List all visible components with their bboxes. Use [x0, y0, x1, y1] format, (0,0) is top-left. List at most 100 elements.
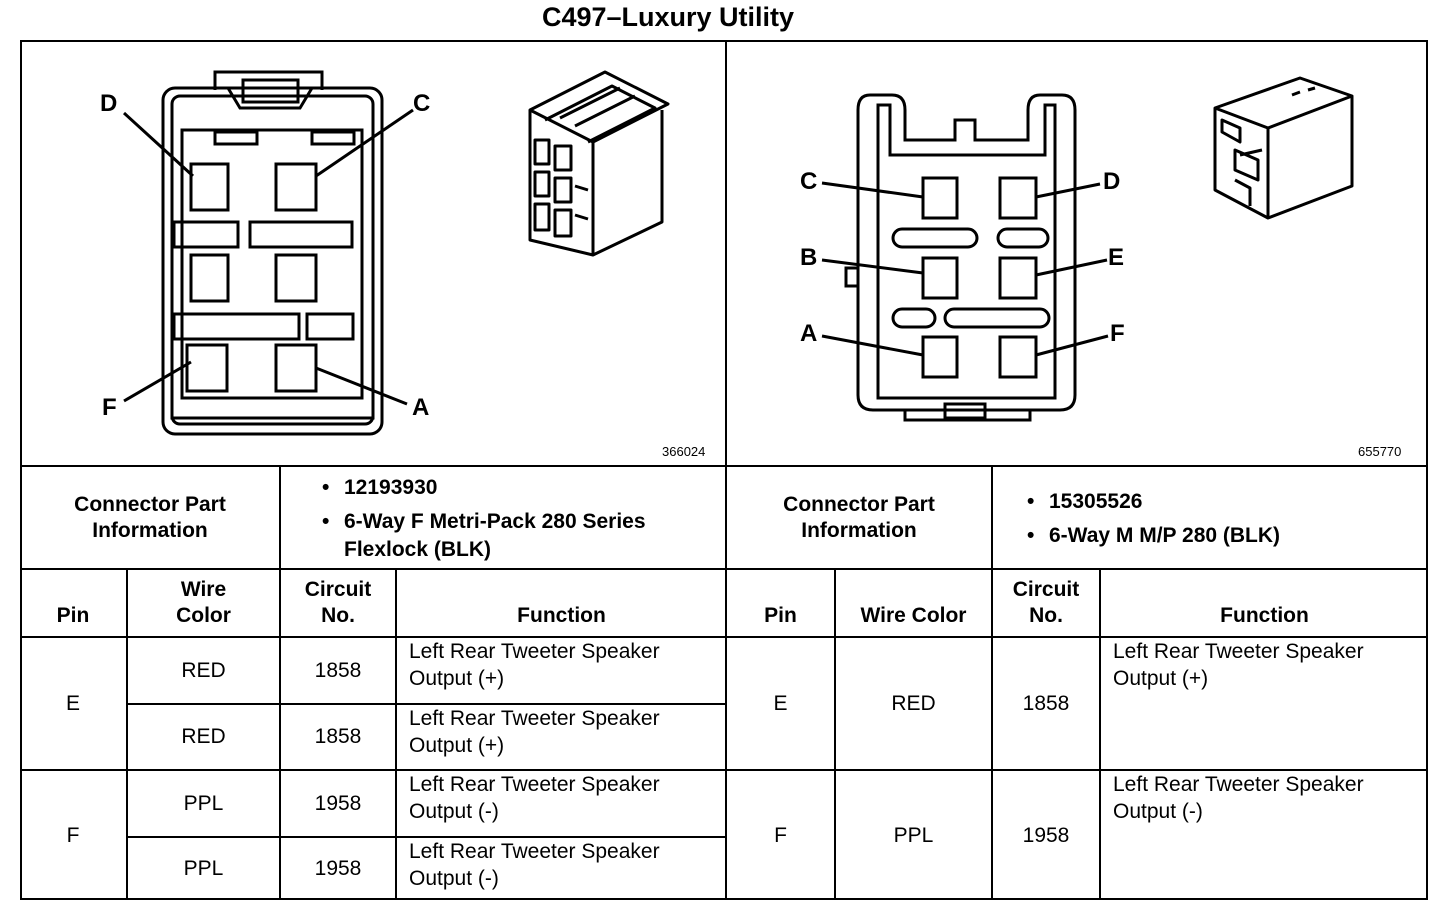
right-connector-face-diagram — [821, 93, 1109, 422]
left-bullet-part-number: •12193930 — [322, 476, 438, 499]
right-col-pin-divider — [834, 570, 836, 900]
right-figure-id: 655770 — [1358, 444, 1402, 459]
right-col-circuit-divider — [1099, 570, 1101, 900]
right-pin-label-b: B — [800, 244, 818, 271]
connector-table-frame — [20, 40, 1428, 900]
left-header-circuit-line2: No. — [321, 604, 355, 627]
left-row2-function-line1: Left Rear Tweeter Speaker — [409, 707, 660, 730]
left-row3-function-line2: Output (-) — [409, 800, 499, 823]
right-pin-label-f: F — [1110, 320, 1125, 347]
left-col-circuit-divider — [395, 570, 397, 900]
right-header-pin: Pin — [764, 604, 797, 627]
left-row-divider-2 — [20, 769, 726, 771]
right-header-circuit-line2: No. — [1029, 604, 1063, 627]
left-connector-face-diagram — [122, 70, 414, 436]
right-pin-label-c: C — [800, 168, 818, 195]
left-row2-function-line2: Output (+) — [409, 734, 505, 757]
left-info-label-line1: Connector Part — [74, 492, 226, 516]
right-header-function: Function — [1220, 604, 1309, 627]
left-pin-e: E — [65, 691, 80, 715]
left-row3-function: Left Rear Tweeter Speaker Output (-) — [397, 771, 726, 836]
left-row1-circuit: 1858 — [314, 658, 362, 682]
right-row1-function-line1: Left Rear Tweeter Speaker — [1113, 640, 1364, 663]
left-header-circuit-line1: Circuit — [304, 578, 372, 601]
right-pin-label-e: E — [1108, 244, 1125, 271]
right-info-bullets: •15305526 •6-Way M M/P 280 (BLK) — [1027, 488, 1280, 550]
header-bottom-line — [20, 636, 1428, 638]
right-description: 6-Way M M/P 280 (BLK) — [1049, 524, 1281, 547]
left-row4-function-line2: Output (-) — [409, 867, 499, 890]
left-pin-label-f: F — [102, 394, 117, 421]
left-description-line2: Flexlock (BLK) — [344, 538, 492, 561]
left-figure-id: 366024 — [662, 444, 706, 459]
left-col-pin-divider — [126, 570, 128, 900]
right-bullet-description: •6-Way M M/P 280 (BLK) — [1027, 524, 1281, 547]
center-divider — [725, 40, 727, 900]
left-info-divider — [279, 465, 281, 568]
left-row-divider-1 — [126, 703, 726, 705]
right-row1-function: Left Rear Tweeter Speaker Output (+) — [1101, 638, 1428, 769]
left-header-wire-color: Wire Color — [128, 570, 279, 636]
right-info-divider — [991, 465, 993, 568]
left-bullet-description: •6-Way F Metri-Pack 280 Series — [322, 510, 646, 533]
left-row4-function: Left Rear Tweeter Speaker Output (-) — [397, 838, 726, 900]
right-row1-pin: E — [773, 691, 788, 715]
left-header-circuit-no: Circuit No. — [281, 570, 395, 636]
left-pin-label-a: A — [412, 394, 430, 421]
left-pin-f: F — [66, 823, 80, 847]
left-connector-info-label: Connector Part Information — [20, 467, 280, 568]
right-row2-function-line1: Left Rear Tweeter Speaker — [1113, 773, 1364, 796]
right-info-label-line1: Connector Part — [783, 492, 935, 516]
left-description-line1: 6-Way F Metri-Pack 280 Series — [344, 510, 646, 533]
left-col-wire-divider — [279, 570, 281, 900]
right-row2-wire: PPL — [893, 823, 934, 847]
left-row3-function-line1: Left Rear Tweeter Speaker — [409, 773, 660, 796]
left-row4-wire: PPL — [183, 857, 224, 880]
left-info-bullets: •12193930 •6-Way F Metri-Pack 280 Series… — [322, 474, 646, 564]
left-pin-label-d: D — [100, 90, 118, 117]
left-header-pin: Pin — [56, 604, 90, 627]
right-row1-circuit: 1858 — [1022, 691, 1070, 715]
right-row1-function-line2: Output (+) — [1113, 667, 1209, 690]
left-row1-function: Left Rear Tweeter Speaker Output (+) — [397, 638, 726, 703]
left-row3-circuit: 1958 — [314, 791, 362, 815]
left-row1-function-line1: Left Rear Tweeter Speaker — [409, 640, 660, 663]
left-row2-circuit: 1858 — [314, 725, 362, 748]
left-header-function: Function — [517, 604, 606, 627]
left-row4-function-line1: Left Rear Tweeter Speaker — [409, 840, 660, 863]
right-part-number: 15305526 — [1049, 490, 1143, 513]
right-row2-function-line2: Output (-) — [1113, 800, 1203, 823]
left-info-label-line2: Information — [92, 518, 208, 542]
left-part-number: 12193930 — [344, 476, 438, 499]
info-bottom-line — [20, 568, 1428, 570]
left-row4-circuit: 1958 — [314, 857, 362, 880]
right-header-circuit-line1: Circuit — [1012, 578, 1080, 601]
left-header-wire-line2: Color — [176, 604, 231, 627]
right-connector-isometric-view — [1213, 76, 1354, 220]
diagram-bottom-line — [20, 465, 1428, 467]
left-row1-function-line2: Output (+) — [409, 667, 505, 690]
right-row2-pin: F — [774, 823, 787, 847]
left-connector-isometric-view — [528, 70, 670, 257]
right-row2-function: Left Rear Tweeter Speaker Output (-) — [1101, 771, 1428, 900]
left-bullet-description-cont: Flexlock (BLK) — [322, 536, 646, 564]
right-connector-info-label: Connector Part Information — [727, 467, 991, 568]
right-pin-label-d: D — [1103, 168, 1121, 195]
left-row1-wire: RED — [181, 658, 226, 682]
left-row-divider-3 — [126, 836, 726, 838]
right-col-wire-divider — [991, 570, 993, 900]
left-header-wire-line1: Wire — [180, 578, 227, 601]
right-header-wire-color: Wire Color — [860, 604, 967, 627]
left-row2-wire: RED — [181, 725, 226, 748]
page-title: C497–Luxury Utility — [541, 2, 795, 32]
left-row2-function: Left Rear Tweeter Speaker Output (+) — [397, 705, 726, 769]
right-pin-label-a: A — [800, 320, 818, 347]
right-bullet-part-number: •15305526 — [1027, 490, 1143, 513]
right-info-label-line2: Information — [801, 518, 917, 542]
left-pin-label-c: C — [413, 90, 431, 117]
right-row-divider — [726, 769, 1428, 771]
right-row2-circuit: 1958 — [1022, 823, 1070, 847]
right-header-circuit-no: Circuit No. — [993, 570, 1099, 636]
right-row1-wire: RED — [891, 691, 936, 715]
left-row3-wire: PPL — [183, 791, 224, 815]
